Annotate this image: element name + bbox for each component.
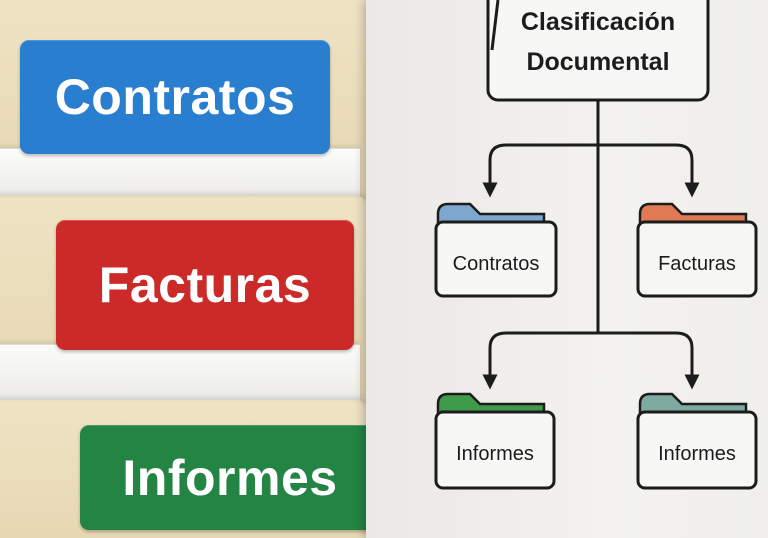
folder-node-informes-1: Informes (434, 392, 556, 490)
folder-stack: Contratos Facturas Informes (0, 0, 372, 538)
folder-node-box (434, 220, 558, 298)
diagram-sheet: Clasificación Documental Contratos (366, 0, 768, 538)
folder-node-contratos: Contratos (434, 202, 558, 298)
folder-node-label: Contratos (453, 253, 540, 275)
folder-node-box (434, 410, 556, 490)
root-side-line (490, 0, 500, 51)
root-label-line1: Clasificación (521, 8, 675, 36)
folder-tab-text: Facturas (98, 257, 312, 313)
folder-tab-label-facturas: Facturas (56, 220, 354, 350)
folder-node-box (636, 410, 758, 490)
connector-lines (482, 98, 700, 390)
folder-tab-label-informes: Informes (80, 425, 372, 530)
root-label-line2: Documental (526, 48, 669, 76)
paper-sheet (0, 344, 360, 401)
paper-sheet (0, 148, 360, 201)
folder-tab-text: Contratos (54, 69, 296, 125)
folder-node-label: Informes (456, 443, 534, 465)
folder-tab-text: Informes (122, 449, 338, 506)
folder-node-label: Informes (658, 443, 736, 465)
folder-node-informes-2: Informes (636, 392, 758, 490)
classification-diagram: Clasificación Documental Contratos (434, 0, 758, 490)
folder-node-facturas: Facturas (636, 202, 758, 298)
folder-tab-label-contratos: Contratos (20, 40, 330, 154)
folder-node-label: Facturas (658, 253, 736, 275)
folder-node-box (636, 220, 758, 298)
